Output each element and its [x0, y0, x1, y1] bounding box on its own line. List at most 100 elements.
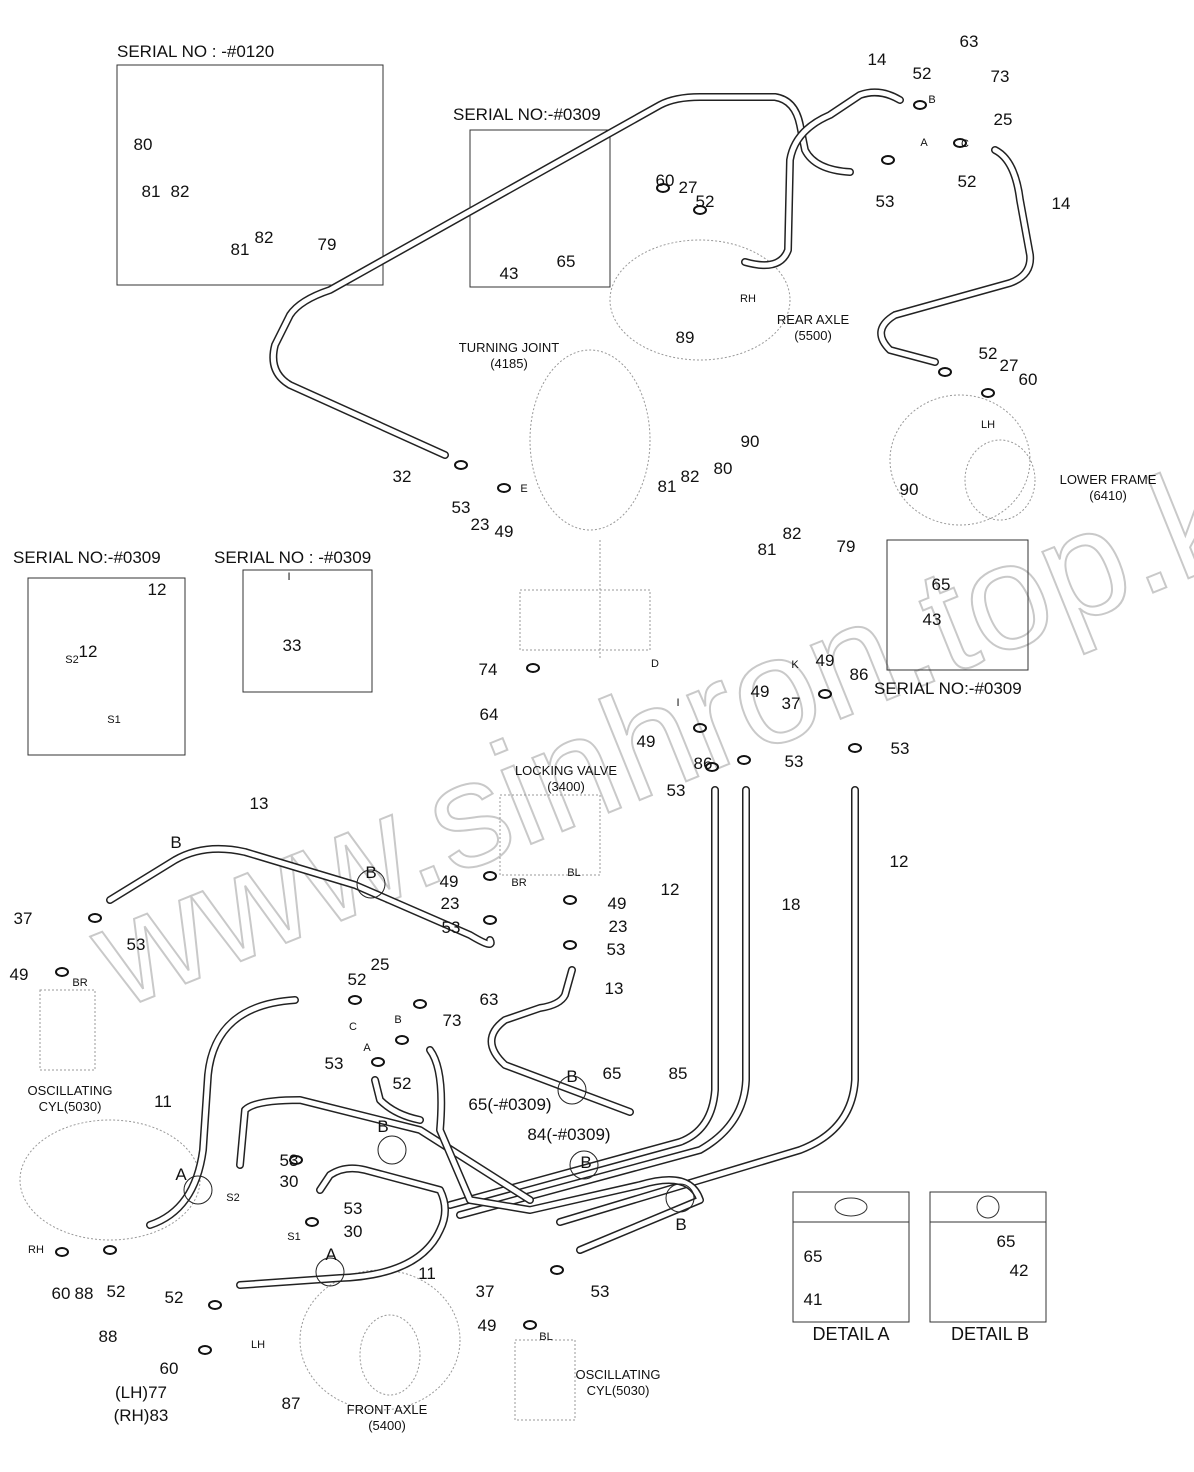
callout-letter: B	[365, 863, 376, 882]
o-ring-icon	[938, 367, 952, 377]
pipe-5	[557, 787, 858, 1225]
callout-letter: B	[675, 1215, 686, 1234]
part-number-label: 80	[134, 135, 153, 154]
pipe-4	[457, 787, 749, 1218]
o-ring-icon	[526, 663, 540, 673]
component-code: (3400)	[547, 779, 585, 794]
part-number-label: 49	[637, 732, 656, 751]
part-number-label: 73	[443, 1011, 462, 1030]
pipe-8	[147, 997, 298, 1228]
part-number-label: 65	[932, 575, 951, 594]
detail-callout-circle	[356, 869, 386, 899]
part-number-label: 23	[609, 917, 628, 936]
component-code: CYL(5030)	[587, 1383, 650, 1398]
part-number-label: 32	[393, 467, 412, 486]
part-number-label: 25	[994, 110, 1013, 129]
part-number-label: 12	[661, 880, 680, 899]
port-label: B	[394, 1014, 401, 1026]
part-number-label: 81	[231, 240, 250, 259]
part-number-label: 49	[495, 522, 514, 541]
part-number-label: 82	[681, 467, 700, 486]
part-number-label: 65	[804, 1247, 823, 1266]
part-number-label: 27	[679, 178, 698, 197]
pipe-2	[878, 147, 1033, 365]
part-number-label: 81	[758, 540, 777, 559]
part-number-label: 49	[478, 1316, 497, 1335]
part-number-label: 11	[154, 1092, 172, 1111]
part-number-label: 87	[282, 1394, 301, 1413]
part-number-label: 42	[1010, 1261, 1029, 1280]
callout-letter: B	[377, 1117, 388, 1136]
detail-callout-circle	[557, 1075, 587, 1105]
port-label: I	[287, 571, 290, 583]
port-label: I	[676, 697, 679, 709]
part-number-label: 52	[165, 1288, 184, 1307]
o-ring-icon	[550, 1265, 564, 1275]
part-number-label: 49	[751, 682, 770, 701]
component-code: CYL(5030)	[39, 1099, 102, 1114]
o-ring-icon	[208, 1300, 222, 1310]
o-ring-icon	[454, 460, 468, 470]
part-number-label: 53	[325, 1054, 344, 1073]
part-number-label: 90	[741, 432, 760, 451]
callout-letter: B	[566, 1067, 577, 1086]
o-ring-icon	[953, 138, 967, 148]
component-name: LOCKING VALVE	[515, 763, 617, 778]
part-number-label: 81	[658, 477, 677, 496]
port-label: C	[961, 138, 969, 150]
detail-callout-circle	[315, 1257, 345, 1287]
o-ring-icon	[395, 1035, 409, 1045]
o-ring-icon	[981, 388, 995, 398]
part-number-label: 53	[891, 739, 910, 758]
part-number-label: (RH)83	[114, 1406, 169, 1425]
o-ring-icon	[88, 913, 102, 923]
part-number-label: 14	[868, 50, 887, 69]
part-number-label: 12	[890, 852, 909, 871]
o-ring-icon	[348, 995, 362, 1005]
part-number-label: 64	[480, 705, 499, 724]
serial-boxes	[27, 64, 1047, 1323]
o-ring-icon	[563, 940, 577, 950]
component-name: FRONT AXLE	[347, 1402, 428, 1417]
part-number-label: 41	[804, 1290, 823, 1309]
part-number-label: 49	[440, 872, 459, 891]
o-ring-icon	[497, 483, 511, 493]
detail-callout-circle	[183, 1175, 213, 1205]
port-label: A	[920, 137, 928, 149]
part-number-label: 52	[979, 344, 998, 363]
part-number-label: 13	[605, 979, 624, 998]
part-number-label: 53	[667, 781, 686, 800]
port-label: D	[651, 658, 659, 670]
part-number-label: 60	[52, 1284, 71, 1303]
port-label: RH	[28, 1244, 44, 1256]
pipes	[106, 88, 1035, 1289]
port-label: B	[928, 94, 935, 106]
part-number-label: 43	[500, 264, 519, 283]
o-ring-icon	[693, 723, 707, 733]
component-name: OSCILLATING	[27, 1083, 112, 1098]
ghost-components	[19, 239, 1036, 1421]
component-name: OSCILLATING	[575, 1367, 660, 1382]
detail-title: DETAIL A	[812, 1324, 889, 1344]
o-ring-icon	[55, 967, 69, 977]
part-number-label: 86	[850, 665, 869, 684]
part-number-label: 49	[10, 965, 29, 984]
part-number-label: 43	[923, 610, 942, 629]
pipe-2	[877, 146, 1035, 366]
part-number-label: 88	[75, 1284, 94, 1303]
part-number-label: 37	[14, 909, 33, 928]
part-number-label: 12	[148, 580, 167, 599]
part-number-label: 82	[171, 182, 190, 201]
part-number-label: 90	[900, 480, 919, 499]
part-number-label: 82	[783, 524, 802, 543]
o-ring-icon	[693, 205, 707, 215]
part-number-label: 18	[782, 895, 801, 914]
port-label: BR	[511, 877, 526, 889]
callout-letter: A	[175, 1165, 187, 1184]
o-ring-icon	[563, 895, 577, 905]
pipe-0	[270, 94, 853, 458]
port-label: S1	[107, 714, 120, 726]
part-number-label: 53	[344, 1199, 363, 1218]
part-number-label: 82	[255, 228, 274, 247]
